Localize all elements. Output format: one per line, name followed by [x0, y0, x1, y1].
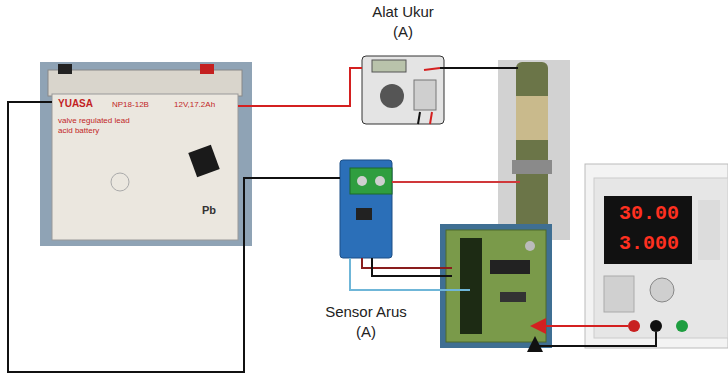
battery-node: YUASA NP18-12B 12V,17.2Ah valve regulated l… [52, 94, 238, 240]
power-supply-node: 30.00 3.000 [604, 196, 692, 264]
printed-text: NP18-12B [112, 100, 149, 109]
text-holder: NP18-12B [112, 100, 172, 109]
text-holder: YUASA [58, 98, 108, 109]
printed-text: Pb [202, 204, 216, 216]
printed-text: 12V,17.2Ah [174, 100, 215, 109]
text-holder: 30.00 [612, 202, 686, 225]
power-supply-photo [585, 164, 728, 348]
printed-text: valve regulated lead acid battery [58, 116, 138, 135]
text-holder: 12V,17.2Ah [174, 100, 234, 109]
text-holder: Pb [202, 204, 226, 216]
text-holder: 3.000 [612, 232, 686, 255]
part-heading: Alat Ukur (A) [366, 2, 440, 43]
printed-text: 3.000 [619, 232, 679, 255]
text-holder: Sensor Arus (A) [302, 302, 430, 343]
wire-connector [8, 102, 340, 372]
current-sensor-node: Sensor Arus (A) [340, 160, 392, 258]
rheostat-photo [498, 60, 570, 240]
battery-photo [40, 62, 252, 246]
printed-text: 30.00 [619, 202, 679, 225]
text-holder: Alat Ukur (A) [356, 2, 450, 43]
current-sensor-photo [340, 160, 392, 258]
printed-text: YUASA [58, 98, 93, 109]
wire-connector [238, 68, 362, 106]
text-holder: valve regulated lead acid battery [58, 116, 138, 135]
controller-pcb-photo [440, 224, 552, 348]
multimeter-node: Alat Ukur (A) [362, 56, 444, 124]
part-heading: Sensor Arus (A) [318, 302, 414, 343]
multimeter-photo [362, 56, 444, 124]
